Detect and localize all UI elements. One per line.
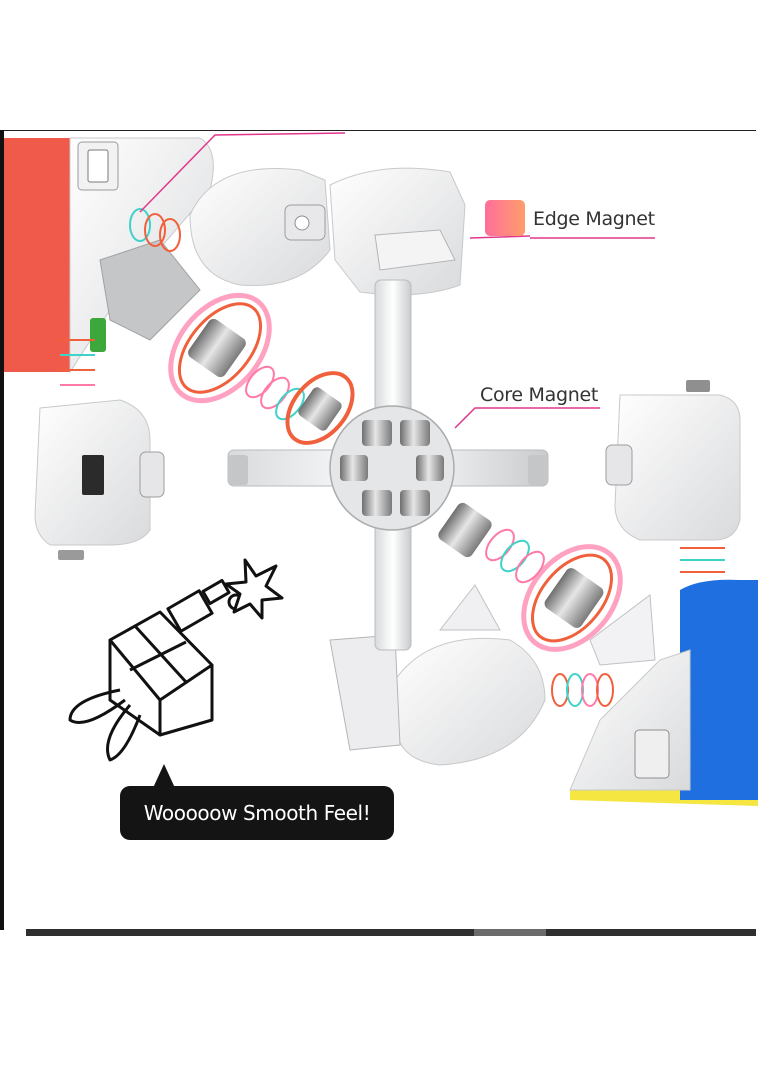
core-magnet-label: Core Magnet [480, 384, 598, 406]
corner-magnet-springs [60, 208, 725, 707]
corner-piece-white-right [605, 380, 741, 541]
corner-piece-white-left [34, 399, 165, 560]
edge-piece-top-right [329, 167, 466, 296]
core-center [329, 405, 455, 531]
edge-magnet-swatch-icon [485, 200, 525, 236]
core-magnet-spring-top [245, 365, 355, 445]
core-magnet-spring-bottom [438, 502, 545, 584]
smooth-feel-text: Wooooow Smooth Feel! [143, 801, 371, 825]
edge-magnet-label: Edge Magnet [533, 208, 655, 230]
left-frame-line [0, 130, 4, 930]
spark-icon [224, 558, 284, 620]
callout-lines [139, 132, 655, 429]
edge-magnet-bottom-right [521, 544, 623, 652]
edge-magnet-top-left [168, 292, 272, 404]
scroll-thumb[interactable] [474, 929, 546, 936]
speech-bubble-tail [153, 764, 175, 788]
corner-piece-blue [569, 579, 758, 806]
top-frame-line [4, 130, 756, 131]
edge-piece-bottom [329, 584, 656, 766]
scroll-track[interactable] [26, 929, 756, 936]
speech-bubble: Wooooow Smooth Feel! [120, 786, 394, 840]
edge-piece-top-left [189, 167, 331, 287]
robot-cube-icon [68, 578, 245, 762]
corner-piece-red [4, 137, 214, 374]
